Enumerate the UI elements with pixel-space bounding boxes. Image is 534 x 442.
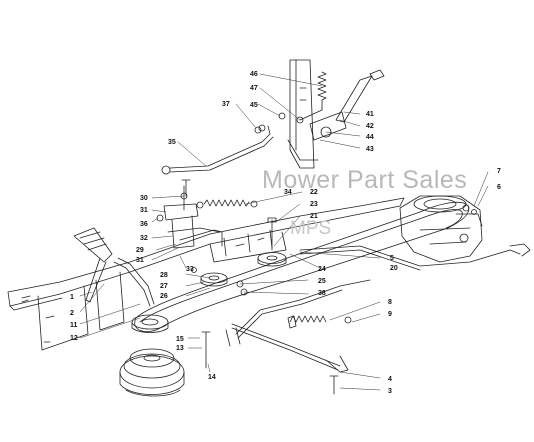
callout-44: 44 — [366, 134, 374, 141]
callout-3: 3 — [388, 388, 392, 395]
callout-labels: 1 2 3 4 5 6 7 8 9 11 12 13 14 15 20 21 2… — [70, 71, 501, 395]
callout-31-upper: 31 — [140, 207, 148, 214]
callout-6: 6 — [497, 184, 501, 191]
callout-25: 25 — [318, 278, 326, 285]
callout-37: 37 — [222, 101, 230, 108]
brake-pedal — [73, 227, 155, 307]
callout-26: 26 — [160, 293, 168, 300]
callout-15: 15 — [176, 336, 184, 343]
callout-30: 30 — [140, 195, 148, 202]
callout-47: 47 — [250, 85, 258, 92]
callout-13: 13 — [176, 345, 184, 352]
callout-24: 24 — [318, 266, 326, 273]
compression-spring — [287, 315, 352, 329]
transmission — [399, 195, 483, 263]
callout-8: 8 — [388, 299, 392, 306]
callout-43: 43 — [366, 146, 374, 153]
return-spring — [317, 71, 327, 111]
callout-23: 23 — [310, 201, 318, 208]
callout-32: 32 — [140, 235, 148, 242]
callout-42: 42 — [366, 123, 374, 130]
engine-pulley — [131, 314, 169, 333]
callout-11: 11 — [70, 322, 78, 329]
callout-9: 9 — [388, 311, 392, 318]
leader-lines — [79, 73, 489, 391]
callout-7: 7 — [497, 168, 501, 175]
callout-34: 34 — [284, 189, 292, 196]
linkage-rod — [161, 124, 274, 175]
callout-41: 41 — [366, 111, 374, 118]
callout-45: 45 — [250, 102, 258, 109]
idler-pulley — [200, 272, 228, 287]
callout-12: 12 — [70, 335, 78, 342]
callout-14: 14 — [208, 374, 216, 381]
callout-1: 1 — [70, 294, 74, 301]
electric-clutch — [119, 348, 185, 397]
steering-column — [287, 59, 319, 169]
callout-28: 28 — [160, 272, 168, 279]
pedal-bracket — [156, 185, 223, 249]
control-lever — [296, 69, 385, 141]
watermark-text: Mower Part Sales — [262, 166, 468, 194]
callout-35: 35 — [168, 139, 176, 146]
tension-spring — [196, 199, 258, 209]
callout-27: 27 — [160, 283, 168, 290]
callout-46: 46 — [250, 71, 258, 78]
callout-21: 21 — [310, 213, 318, 220]
callout-36: 36 — [140, 221, 148, 228]
callout-20: 20 — [390, 265, 398, 272]
callout-4: 4 — [388, 376, 392, 383]
bolts — [181, 112, 477, 395]
watermark-logo-text: MPS — [290, 218, 332, 239]
chassis-frame — [7, 197, 405, 351]
tension-pulley — [257, 252, 287, 267]
cable-rod — [299, 243, 531, 271]
callout-29: 29 — [136, 247, 144, 254]
lower-rod — [231, 279, 371, 373]
callout-33: 33 — [186, 266, 194, 273]
callout-2: 2 — [70, 310, 74, 317]
callout-5: 5 — [390, 255, 394, 262]
callout-31-lower: 31 — [136, 257, 144, 264]
callout-38: 38 — [318, 290, 326, 297]
callout-22: 22 — [310, 189, 318, 196]
